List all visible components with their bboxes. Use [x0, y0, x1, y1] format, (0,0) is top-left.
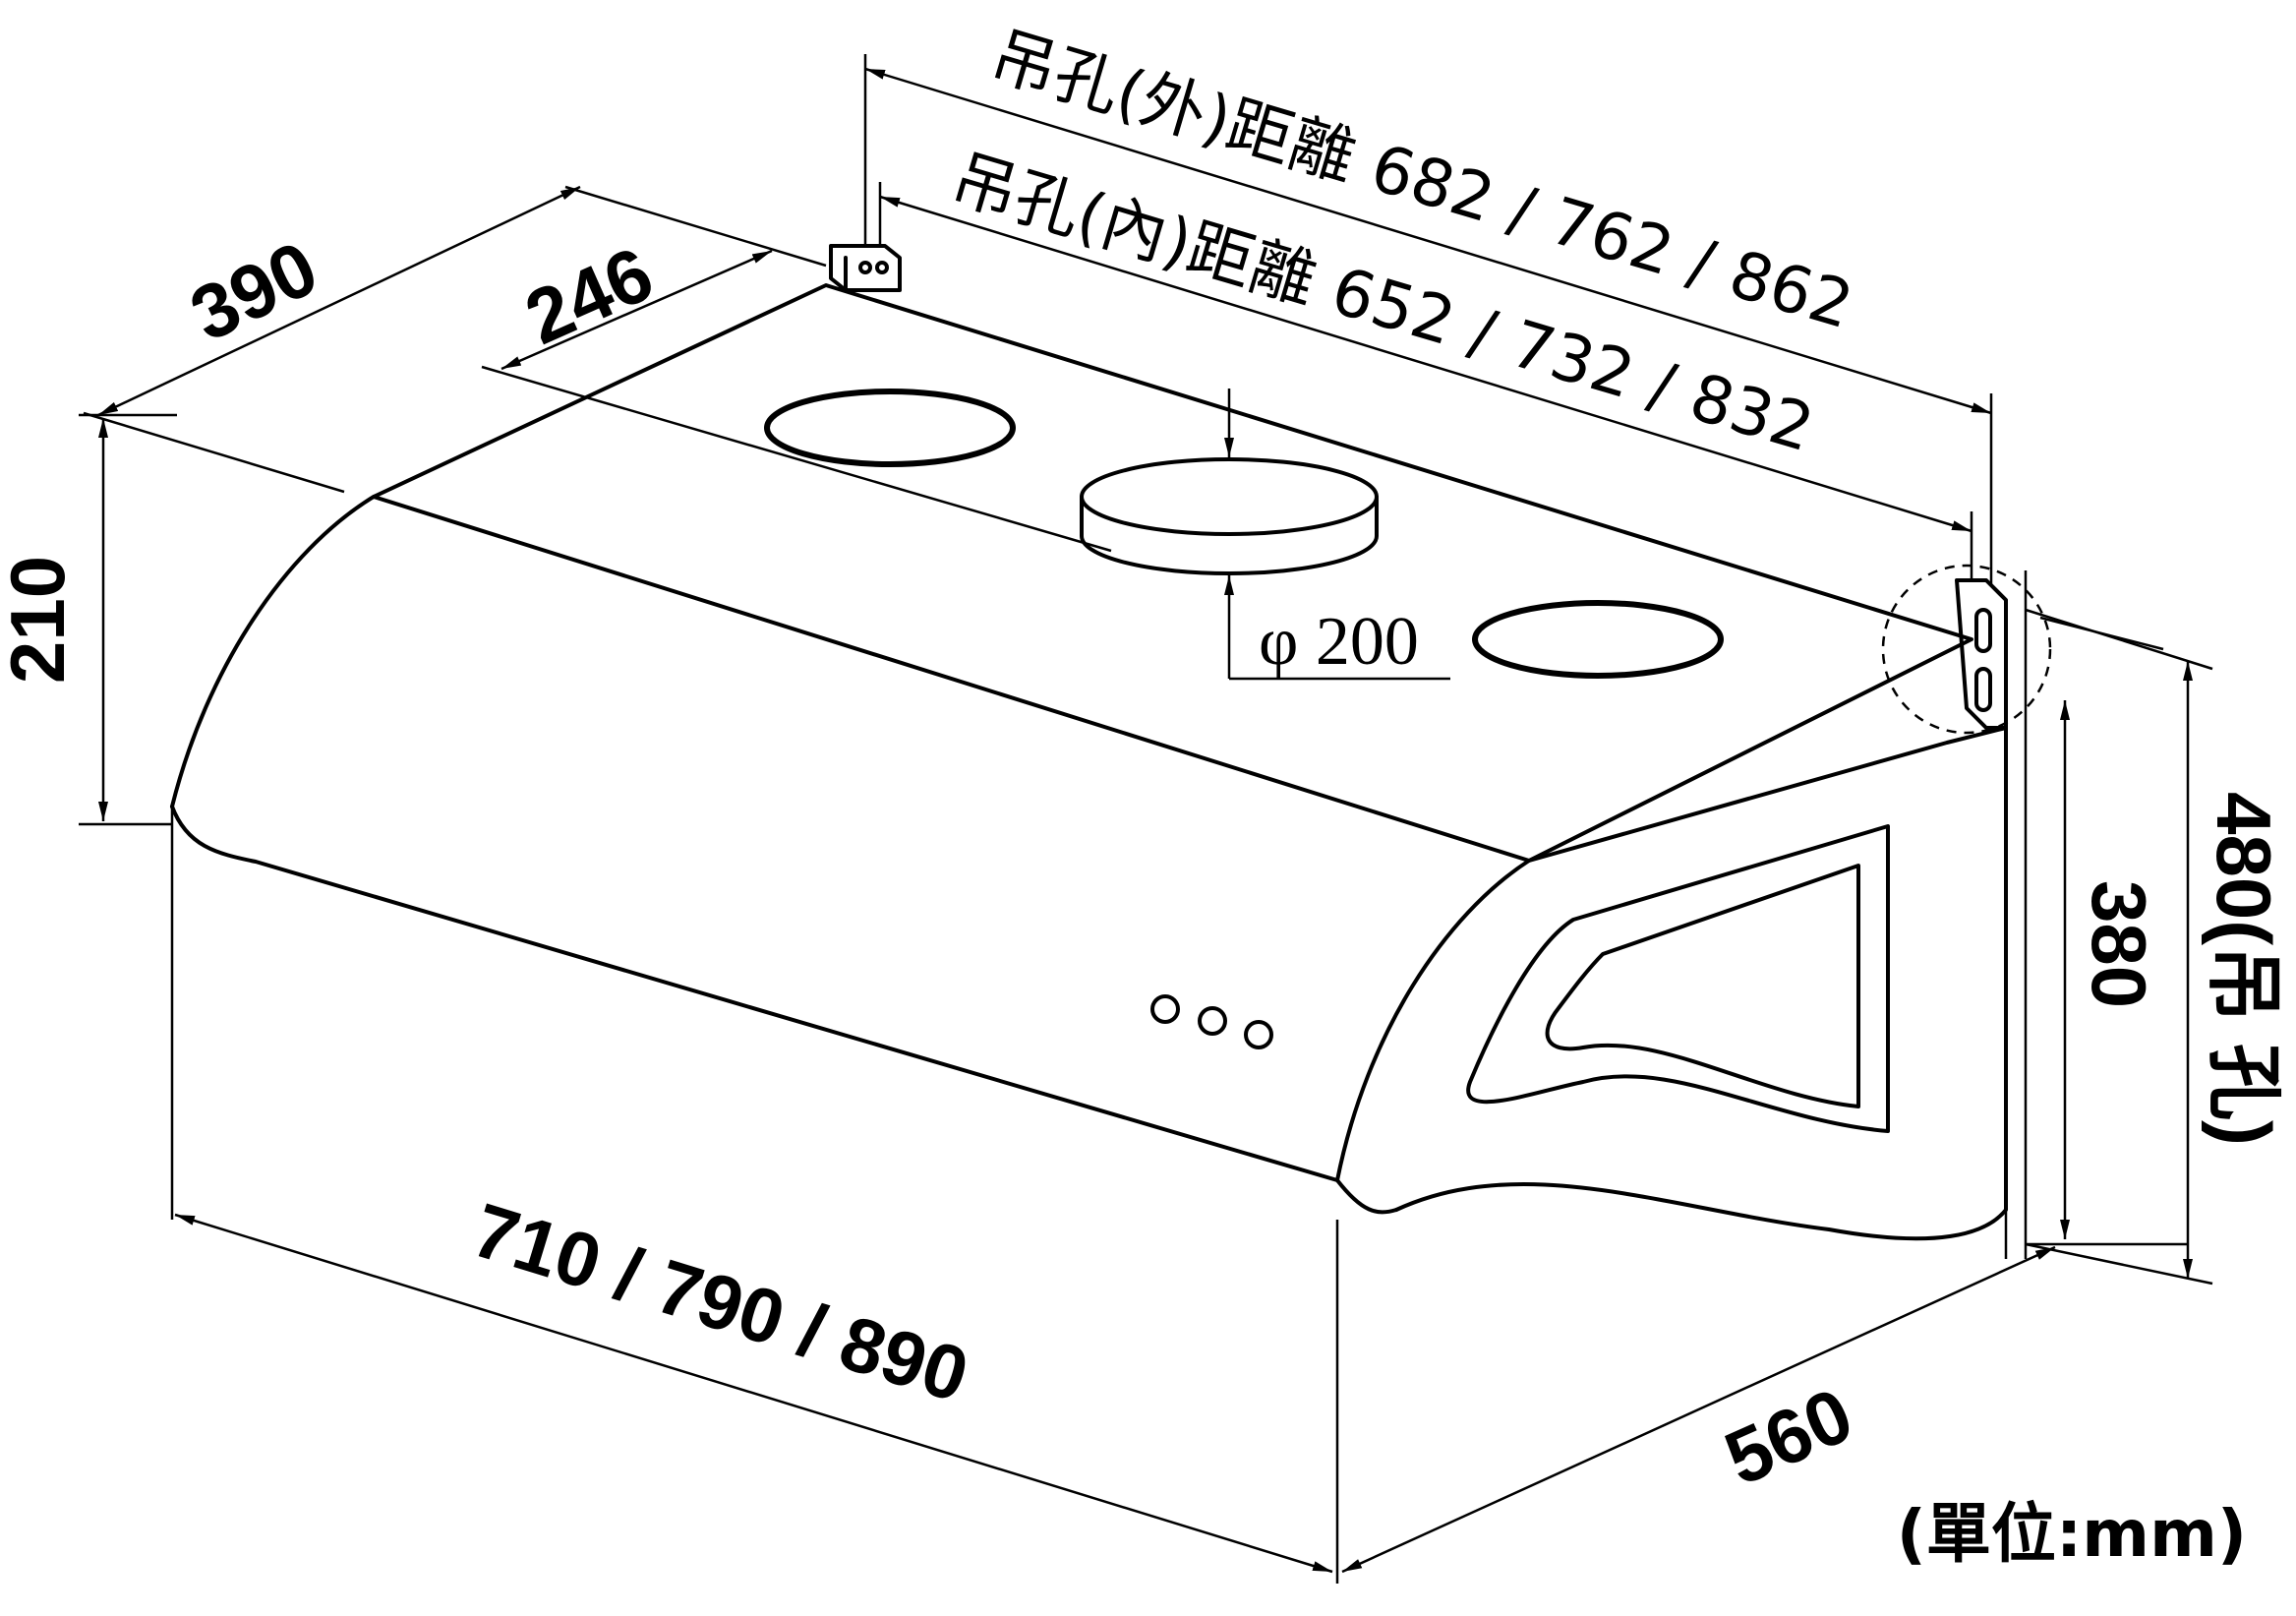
- side-depth-label: 560: [1713, 1371, 1865, 1502]
- hood-body: [170, 283, 2028, 1584]
- height-body-label: 380: [2076, 880, 2162, 1008]
- bracket-detail-circle: [1881, 564, 2052, 735]
- hanging-bracket-right: [1881, 564, 2052, 735]
- control-button-2: [1198, 1006, 1227, 1036]
- top-openings: [764, 389, 1724, 679]
- unit-label: (單位:mm): [1897, 1496, 2247, 1572]
- control-button-1: [1150, 994, 1180, 1024]
- height-front-label: 210: [0, 556, 81, 684]
- duct-collar-top: [1080, 457, 1379, 536]
- duct-diameter-label: φ 200: [1259, 604, 1419, 680]
- vent-hole-right: [1472, 600, 1724, 679]
- hanging-bracket-left: [829, 244, 902, 292]
- dimension-lines: [79, 54, 2213, 1574]
- control-button-3: [1244, 1020, 1273, 1049]
- vent-hole-left: [764, 389, 1016, 467]
- depth-outer-label: 390: [177, 224, 330, 358]
- depth-inner-label: 246: [513, 230, 666, 361]
- height-hole-label: 480(吊 孔): [2201, 792, 2287, 1146]
